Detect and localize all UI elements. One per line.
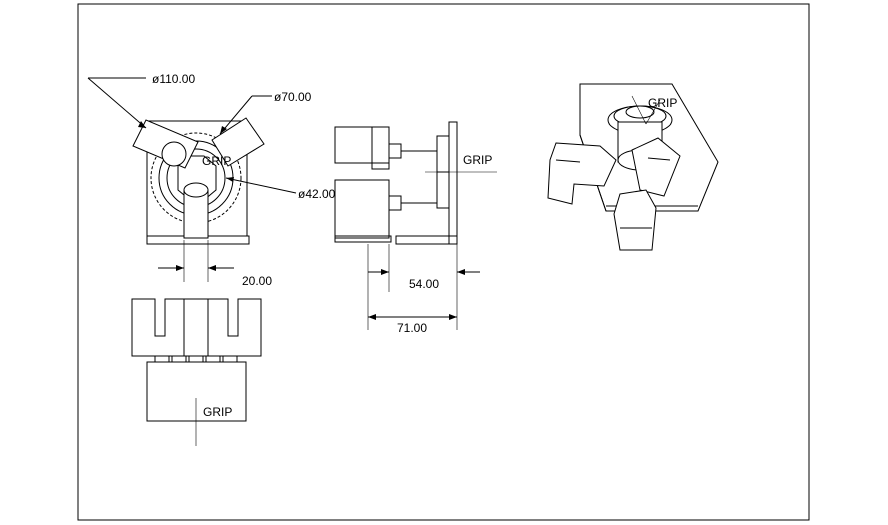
- front-view: ø110.00 ø70.00 ø42.00 20.00 GRIP: [87, 72, 336, 288]
- grip-label-iso: GRIP: [648, 96, 677, 110]
- sheet-border: [77, 3, 810, 521]
- dim-width-20-label: 20.00: [242, 274, 272, 288]
- dim-length-71-label: 71.00: [397, 321, 427, 335]
- grip-label-front: GRIP: [202, 154, 231, 168]
- bottom-view: GRIP: [131, 298, 262, 446]
- dim-diameter-110-label: ø110.00: [152, 72, 195, 86]
- side-view: GRIP 54.00 71.00: [334, 121, 497, 335]
- dim-diameter-70-label: ø70.00: [274, 90, 312, 104]
- dim-length-54-label: 54.00: [409, 277, 439, 291]
- isometric-view: GRIP: [547, 83, 719, 251]
- grip-label-bottom: GRIP: [203, 405, 232, 419]
- grip-label-side: GRIP: [463, 153, 492, 167]
- dim-diameter-42-label: ø42.00: [298, 187, 336, 201]
